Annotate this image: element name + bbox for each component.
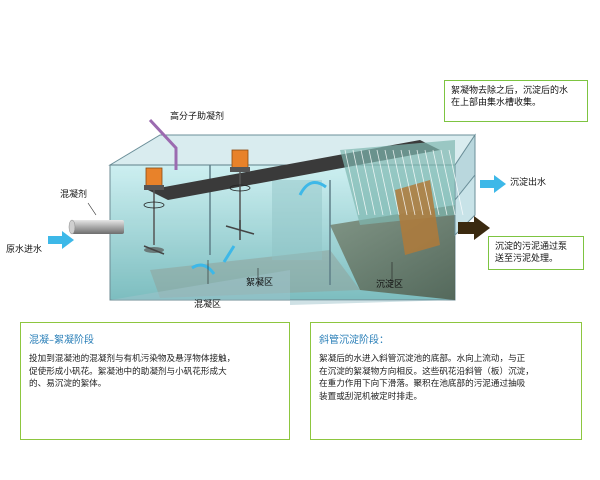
inclined-tube (400, 149, 416, 216)
rotation-arrow (229, 184, 251, 192)
rotation-arrow (143, 201, 165, 209)
inclined-tube (344, 149, 360, 216)
inclined-tube (432, 149, 448, 216)
panel-line: 在重力作用下向下滑落。聚积在池底部的污泥通过抽吸 (319, 379, 526, 389)
note-top-right: 絮凝物去除之后，沉淀后的水 在上部由集水槽收集。 (444, 80, 588, 122)
mixer-icon (225, 220, 255, 240)
flow-arrow-icon (222, 245, 236, 263)
sludge-arrow-icon (458, 216, 490, 240)
inclined-tube (368, 149, 384, 216)
panel-body: 投加到混凝池的混凝剂与有机污染物及悬浮物体接触， 促使形成小矾花。絮凝池中的助凝… (29, 353, 281, 391)
inclined-tube (384, 149, 400, 216)
panel-body: 絮凝后的水进入斜管沉淀池的底部。水向上流动，与正 在沉淀的絮凝物方向相反。这些矾… (319, 353, 573, 403)
note-sludge: 沉淀的污泥通过泵 送至污泥处理。 (488, 236, 584, 270)
panel-line: 在沉淀的絮凝物方向相反。这些矾花沿斜管（板）沉淀， (319, 366, 534, 377)
note-line: 在上部由集水槽收集。 (451, 98, 542, 108)
note-line: 沉淀的污泥通过泵 (495, 242, 568, 252)
label-coagulant: 混凝剂 (60, 190, 88, 200)
label-raw-water: 原水进水 (6, 245, 43, 255)
label-coagulation-tank: 混凝区 (194, 300, 222, 310)
inclined-tube (448, 149, 464, 216)
label-settling-zone: 沉淀区 (376, 280, 404, 290)
inlet-pipe (72, 220, 124, 234)
inclined-tube (424, 149, 440, 216)
inclined-tube (440, 149, 456, 216)
inclined-tube (408, 149, 424, 216)
flow-arrow-icon (48, 175, 506, 275)
label-flocculation-zone: 絮凝区 (246, 278, 274, 288)
inclined-tube (360, 149, 376, 216)
note-line: 送至污泥处理。 (495, 254, 559, 264)
polymer-feed-pipe (148, 118, 178, 170)
note-line: 絮凝物去除之后，沉淀后的水 (451, 86, 569, 96)
mixer-icon (143, 245, 165, 255)
panel-line: 投加到混凝池的混凝剂与有机污染物及悬浮物体接触， (29, 354, 236, 364)
panel-line: 促使形成小矾花。絮凝池中的助凝剂与小矾花形成大 (29, 366, 227, 377)
inclined-tube (392, 149, 408, 216)
inclined-tubes-icon (340, 140, 464, 255)
inclined-tube (376, 149, 392, 216)
panel-settling: 斜管沉淀阶段： 絮凝后的水进入斜管沉淀池的底部。水向上流动，与正 在沉淀的絮凝物… (310, 322, 582, 440)
panel-line: 絮凝后的水进入斜管沉淀池的底部。水向上流动，与正 (319, 354, 526, 364)
label-clear-water-out: 沉淀出水 (510, 178, 547, 188)
motor-icon (144, 167, 164, 245)
panel-line: 的、易沉淀的絮体。 (29, 379, 107, 389)
panel-title: 斜管沉淀阶段： (319, 335, 389, 346)
label-polymer: 高分子助凝剂 (170, 112, 225, 122)
leader-lines (87, 202, 393, 287)
panel-coagulation: 混凝–絮凝阶段 投加到混凝池的混凝剂与有机污染物及悬浮物体接触， 促使形成小矾花… (20, 322, 290, 440)
panel-line: 装置或刮泥机被定时排走。 (319, 391, 423, 402)
inclined-tube (352, 149, 368, 216)
panel-title: 混凝–絮凝阶段 (29, 335, 94, 346)
inclined-tube (416, 149, 432, 216)
